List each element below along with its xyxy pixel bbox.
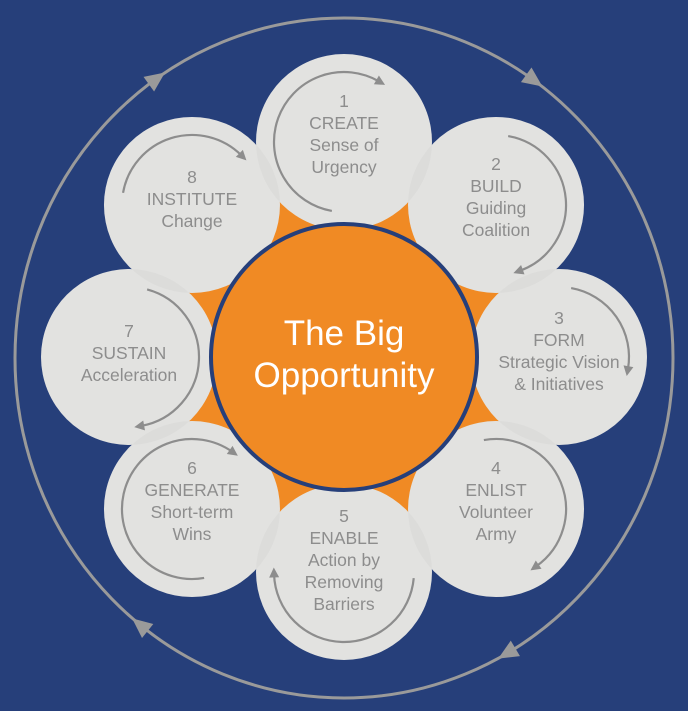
ring-arrowhead-icon: [132, 618, 154, 638]
step-description: Short-term: [151, 502, 234, 522]
step-description: Change: [161, 211, 222, 231]
step-number: 3: [554, 308, 564, 328]
center-title-line1: The Big: [284, 314, 405, 353]
step-verb: INSTITUTE: [147, 189, 237, 209]
cycle-arrow-icon: [570, 286, 631, 370]
step-number: 1: [339, 91, 349, 111]
arrowhead-icon: [623, 365, 634, 377]
cycle-arrow-icon: [272, 70, 380, 213]
step-number: 8: [187, 167, 197, 187]
step-number: 5: [339, 506, 349, 526]
petal-shade: [256, 484, 432, 660]
step-description: Action by: [308, 550, 380, 570]
ring-arrowhead-icon: [520, 67, 543, 87]
petal-shade: [471, 269, 647, 445]
petal-shade: [256, 54, 432, 230]
step-description: Guiding: [466, 198, 526, 218]
arrowhead-icon: [235, 149, 247, 161]
step-verb: ENLIST: [465, 480, 527, 500]
petal-8: [103, 116, 280, 293]
step-description: Barriers: [313, 594, 375, 614]
arrowhead-icon: [134, 420, 145, 431]
cycle-arrow-icon: [483, 437, 568, 568]
step-verb: BUILD: [470, 176, 522, 196]
step-description: Army: [476, 524, 517, 544]
step-number: 4: [491, 458, 501, 478]
step-verb: SUSTAIN: [92, 343, 167, 363]
petal-shade: [103, 421, 280, 598]
step-description: Removing: [305, 572, 384, 592]
petal-shade: [408, 116, 585, 293]
petal-3: [471, 269, 647, 445]
petal-shade: [408, 421, 585, 598]
petal-shade: [41, 269, 217, 445]
step-verb: GENERATE: [144, 480, 239, 500]
arrowhead-icon: [269, 567, 280, 578]
petal-shade: [103, 116, 280, 293]
step-description: Strategic Vision: [498, 352, 619, 372]
center-circle: [209, 222, 479, 492]
step-number: 6: [187, 458, 197, 478]
petal-4: [408, 421, 585, 598]
cycle-arrow-icon: [272, 574, 415, 644]
arrowhead-icon: [513, 265, 525, 275]
petal-2: [408, 116, 585, 293]
step-description: Acceleration: [81, 365, 177, 385]
ring-arrowhead-icon: [143, 72, 166, 92]
step-verb: FORM: [533, 330, 585, 350]
step-number: 2: [491, 154, 501, 174]
ring-arrowhead-icon: [498, 640, 520, 659]
petal-6: [103, 421, 280, 598]
step-description: Coalition: [462, 220, 530, 240]
arrowhead-icon: [373, 75, 386, 85]
outer-cycle-ring: [13, 16, 675, 700]
cycle-arrow-icon: [121, 133, 243, 194]
step-number: 7: [124, 321, 134, 341]
step-verb: ENABLE: [309, 528, 378, 548]
petal-1: [256, 54, 432, 230]
cycle-arrow-icon: [507, 134, 568, 272]
step-verb: CREATE: [309, 113, 379, 133]
step-description: Sense of: [309, 135, 378, 155]
petal-7: [41, 269, 217, 445]
center-title-line2: Opportunity: [254, 356, 435, 395]
arrowhead-icon: [530, 560, 542, 571]
arrowhead-icon: [226, 445, 238, 456]
step-description: Wins: [173, 524, 212, 544]
step-description: & Initiatives: [514, 374, 604, 394]
step-description: Volunteer: [459, 502, 533, 522]
cycle-arrow-icon: [120, 437, 233, 581]
step-description: Urgency: [311, 157, 376, 177]
cycle-arrow-icon: [140, 288, 201, 428]
petal-5: [256, 484, 432, 660]
